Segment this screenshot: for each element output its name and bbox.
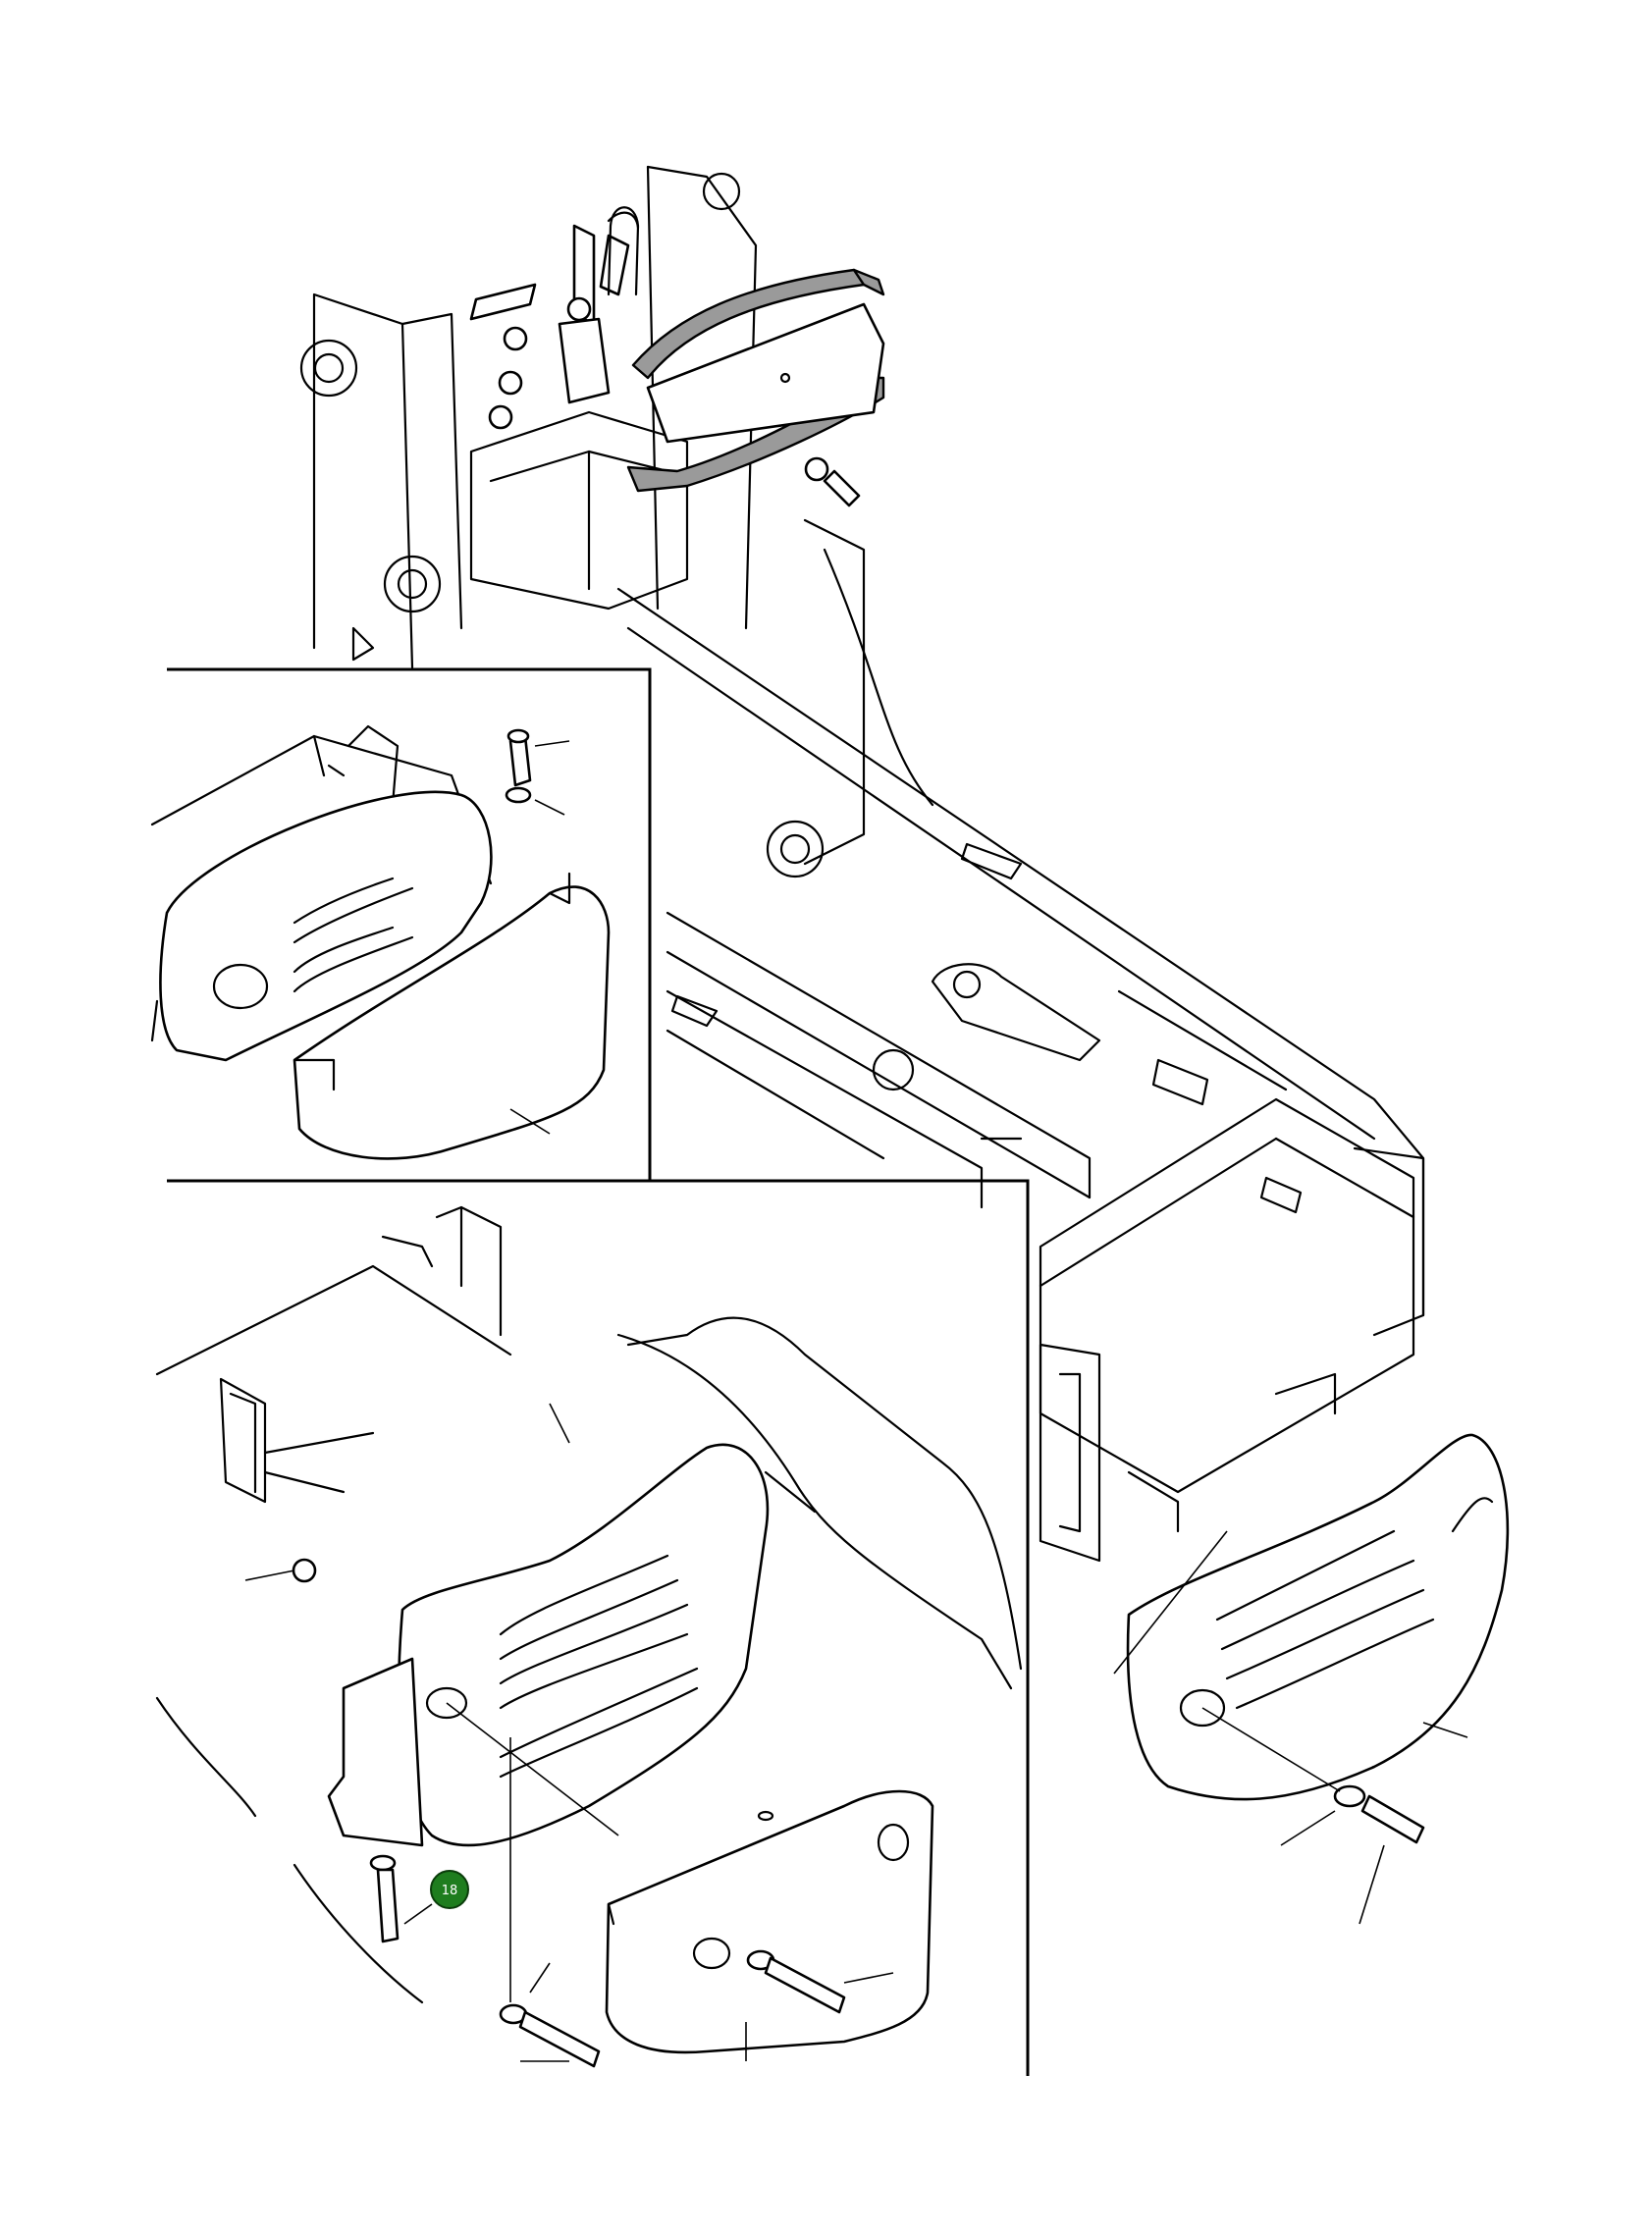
front-counterweight: [1113, 1433, 1510, 1925]
inset-frame-1: [150, 667, 652, 1181]
highlighted-parts: [626, 268, 885, 493]
mounting-hardware-top: [469, 206, 861, 507]
callout-marker-icon[interactable]: 18: [403, 1870, 469, 1925]
callout-marker-circle[interactable]: [430, 1870, 469, 1909]
inset-frame-2: [155, 1179, 1030, 2076]
tractor-front-frame: [299, 165, 1425, 1563]
callout-label: 18: [442, 1884, 458, 1898]
